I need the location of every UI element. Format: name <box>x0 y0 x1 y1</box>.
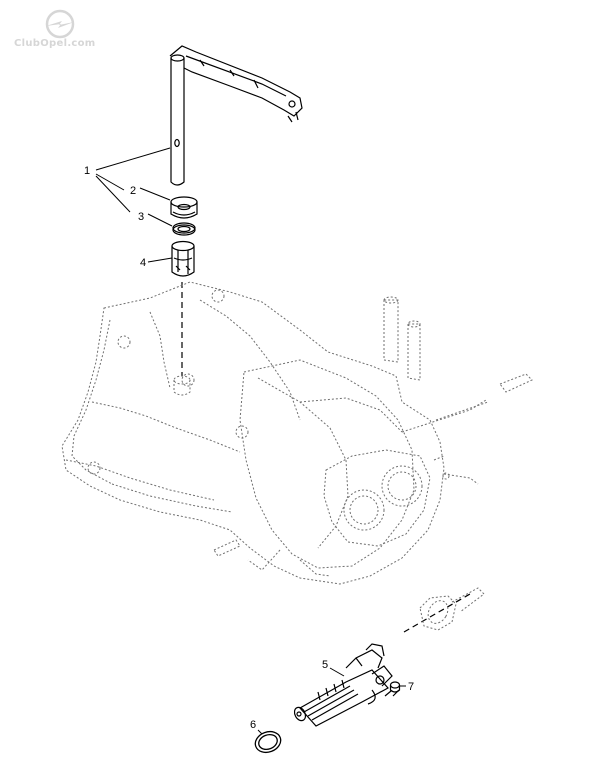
transmission-housing-ghost <box>61 281 533 631</box>
callout-5: 5 <box>322 659 328 671</box>
shift-rod-part <box>169 45 303 186</box>
callout-6: 6 <box>250 719 256 731</box>
opel-blitz-logo <box>45 9 75 39</box>
speedo-drive-part <box>293 643 393 727</box>
callout-3: 3 <box>138 211 144 223</box>
callout-labels: 1 2 3 4 5 6 7 <box>84 165 414 731</box>
seal-cap-part <box>170 196 198 219</box>
ring-part <box>172 222 196 236</box>
callout-4: 4 <box>140 257 146 269</box>
watermark-text: ClubOpel.com <box>14 38 96 49</box>
callout-2: 2 <box>130 185 136 197</box>
assembly-axis-line <box>181 282 471 633</box>
callout-1: 1 <box>84 165 90 177</box>
o-ring-part <box>254 730 282 754</box>
bushing-sleeve-part <box>171 240 195 277</box>
bolt-part <box>384 681 401 697</box>
callout-leaders <box>95 147 406 735</box>
callout-7: 7 <box>408 681 414 693</box>
